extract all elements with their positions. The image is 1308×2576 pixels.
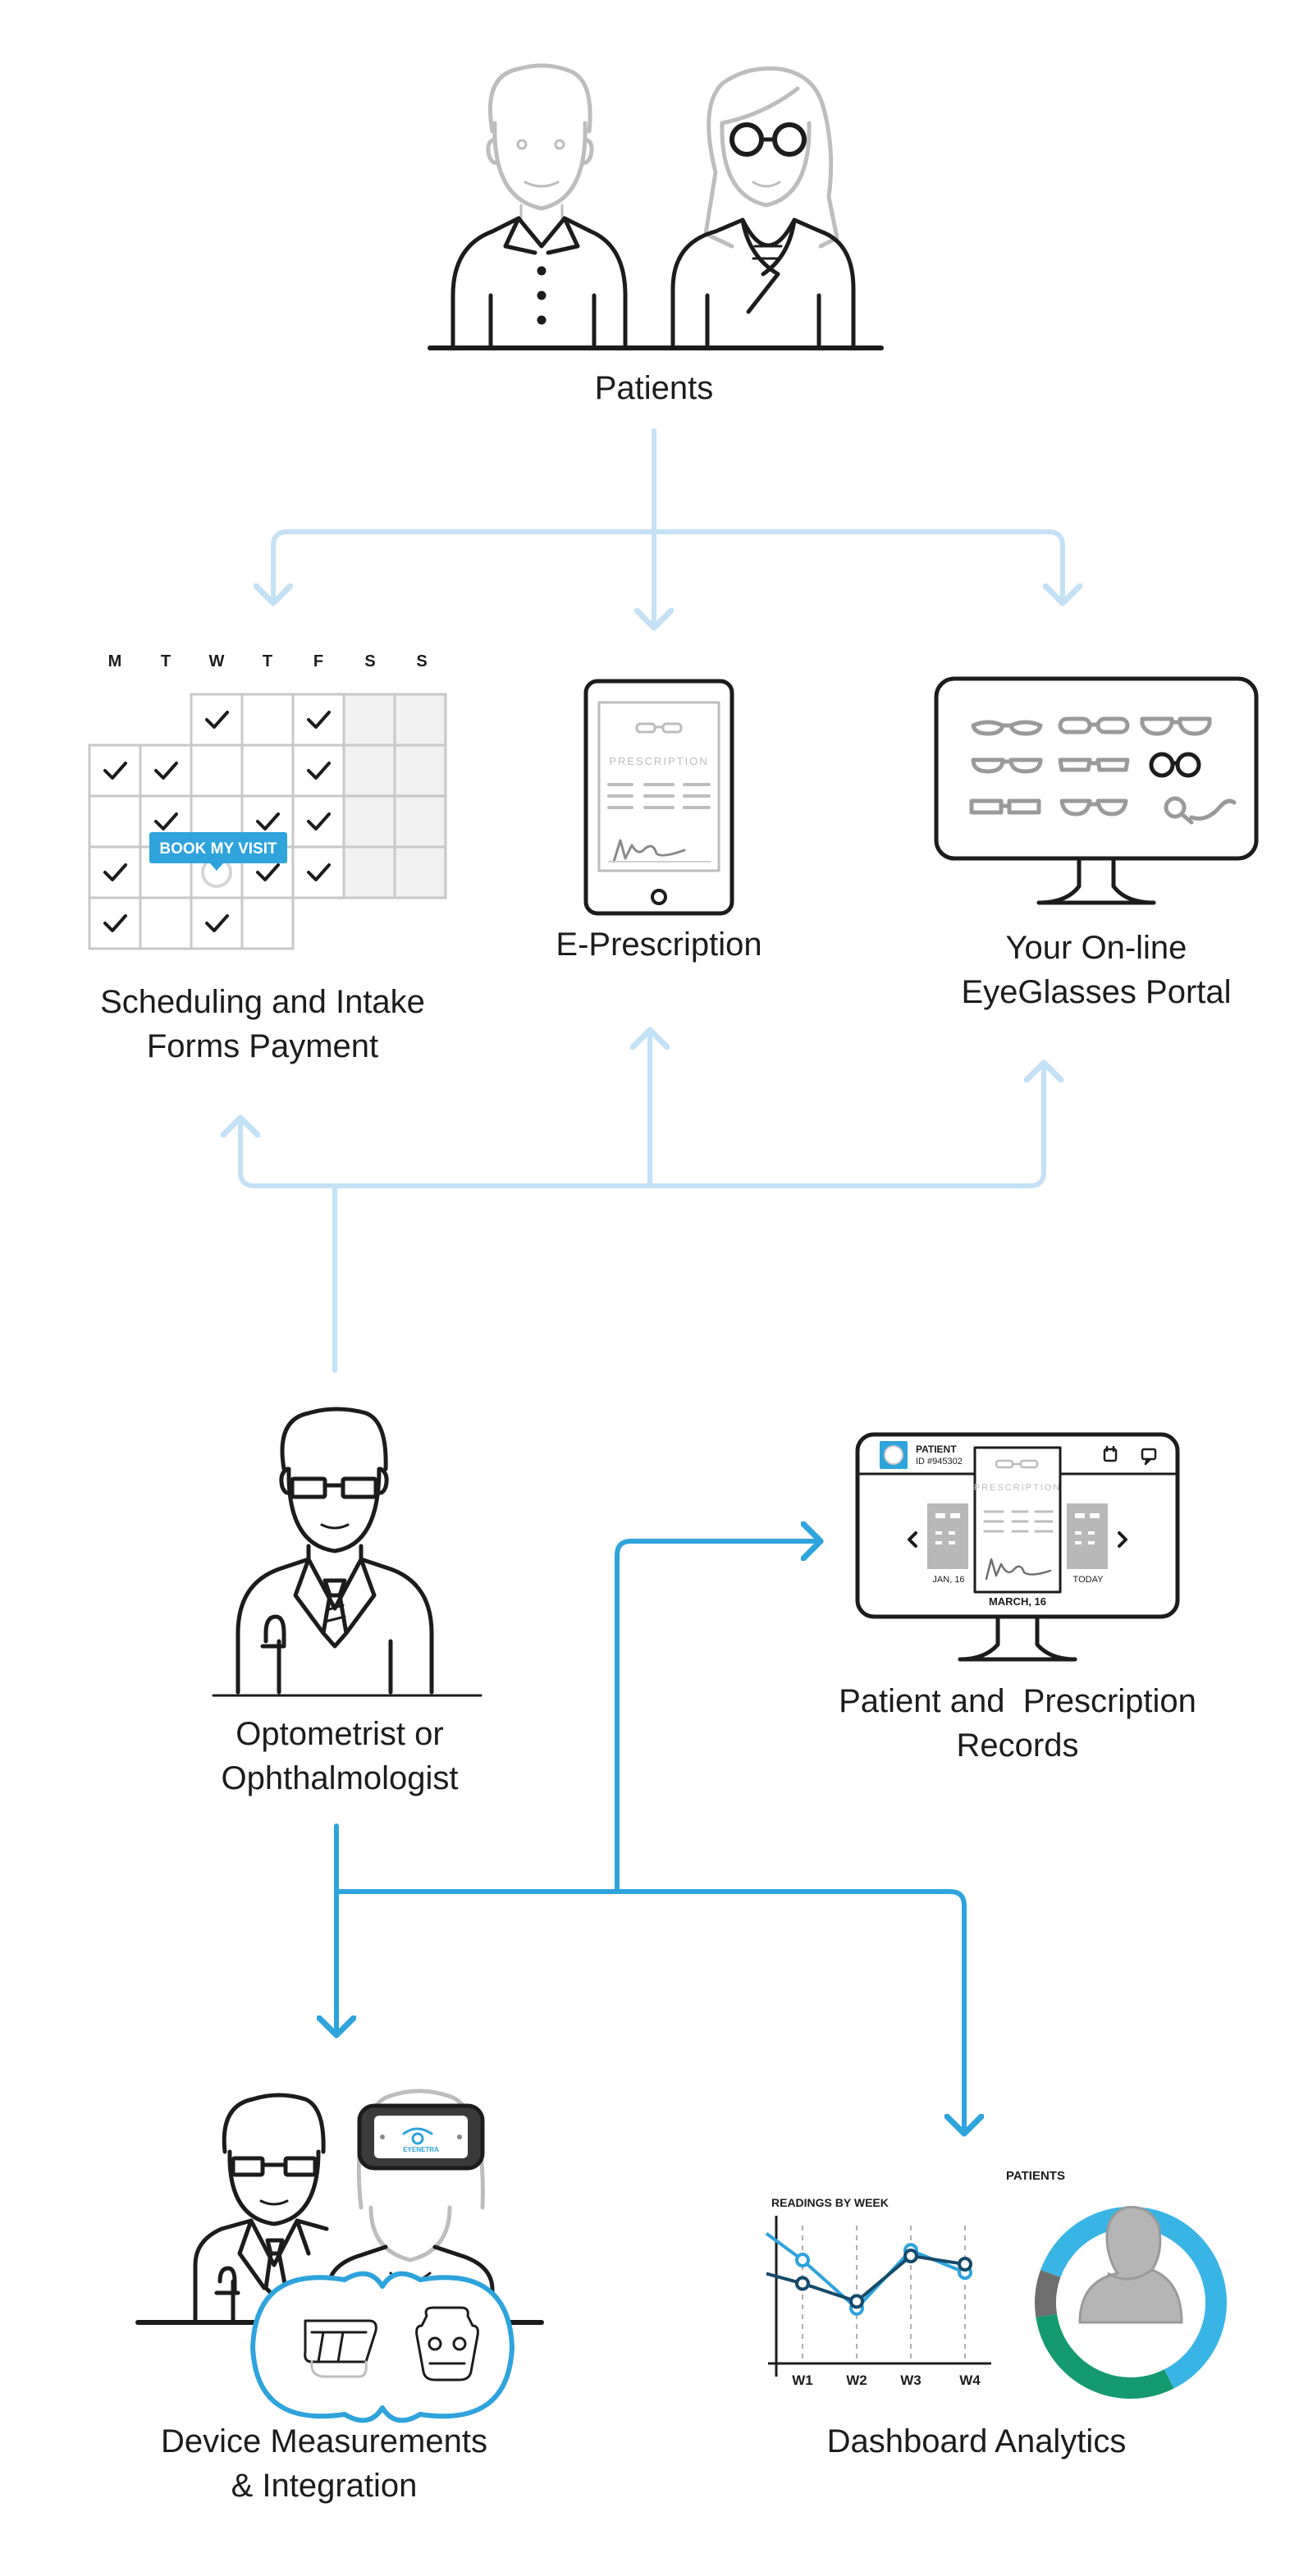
female-patient-figure	[670, 66, 856, 347]
weekday-thu: T	[263, 652, 272, 670]
weekday-fri: F	[313, 652, 323, 670]
glasses-icon	[635, 722, 683, 734]
arrow-doctor-to-portal	[647, 1063, 1044, 1188]
headset-brand-label: EYENETRA	[403, 2146, 439, 2153]
device-label: Device Measurements & Integration	[161, 2423, 487, 2504]
portal-monitor-illustration	[934, 676, 1259, 905]
device-integration-badge	[250, 2271, 515, 2423]
chart-point-s2-w2	[849, 2294, 864, 2309]
book-my-visit-label: BOOK MY VISIT	[159, 840, 277, 858]
records-date-left: JAN, 16	[932, 1575, 964, 1585]
chart-point-s2-w3	[903, 2248, 918, 2263]
records-label: Patient and Prescription Records	[839, 1683, 1196, 1764]
arrow-doctor-to-scheduling	[240, 1118, 337, 1188]
measurement-device-icon	[304, 2319, 377, 2378]
records-patient-heading: PATIENT	[916, 1444, 957, 1455]
chart-x-tick-labels: W1 W2 W3 W4	[792, 2372, 981, 2388]
tablet-screen	[597, 701, 720, 872]
connectors-doctor-tools	[336, 1541, 964, 2134]
eprescription-label: E-Prescription	[556, 927, 762, 963]
signature-icon	[612, 839, 686, 863]
prescription-lines	[607, 783, 711, 809]
chart-series-line-1	[765, 2232, 966, 2310]
arrow-to-records	[615, 1541, 821, 1894]
weekday-sun: S	[416, 652, 427, 670]
portal-label: Your On-line EyeGlasses Portal	[961, 930, 1232, 1010]
optometrist-label: Optometrist or Ophthalmologist	[221, 1716, 459, 1796]
chart-point-s1-w1	[795, 2253, 810, 2267]
donut-title: PATIENTS	[1006, 2169, 1065, 2183]
tick-label-w2: W2	[846, 2372, 867, 2388]
records-date-right: TODAY	[1073, 1575, 1104, 1585]
tick-label-w4: W4	[959, 2372, 981, 2388]
weekday-mon: M	[108, 652, 122, 670]
calendar-checkmarks	[103, 711, 331, 932]
records-monitor-screen	[855, 1432, 1180, 1619]
device-doctor-figure	[193, 2093, 329, 2323]
records-prev-chevron	[908, 1531, 917, 1548]
male-patient-figure	[450, 63, 628, 347]
donut-segment-3	[1035, 2207, 1227, 2399]
optometrist-illustration	[212, 1407, 482, 1697]
connectors-patient-services	[240, 428, 1063, 1373]
headset-device-icon	[415, 2306, 479, 2382]
vr-headset-icon: EYENETRA	[357, 2103, 485, 2171]
scheduling-label: Scheduling and Intake Forms Payment	[100, 984, 425, 1064]
chart-point-s2-w1	[795, 2276, 810, 2291]
donut-segment-2	[1035, 2207, 1227, 2399]
weekday-wed: W	[209, 652, 225, 670]
message-icon	[1141, 1448, 1157, 1466]
calendar-widget: M T W T F S S	[88, 652, 447, 950]
calendar-grid	[88, 693, 447, 950]
chart-series-layer	[765, 2232, 972, 2316]
monitor-stand	[1036, 856, 1156, 905]
monitor-screen	[934, 676, 1259, 861]
arrow-patients-to-portal	[652, 529, 1063, 603]
weekday-sat: S	[364, 652, 375, 670]
chart-title: READINGS BY WEEK	[771, 2196, 889, 2209]
chart-axes	[768, 2216, 991, 2377]
weekday-tue: T	[161, 652, 171, 670]
calendar-weekday-headers: M T W T F S S	[108, 652, 428, 670]
tablet-body	[583, 679, 734, 916]
dashboard-illustration: READINGS BY WEEK W1 W2 W3 W4 PATIENTS	[765, 2169, 1227, 2399]
calendar-icon	[1103, 1445, 1118, 1462]
records-prescription-title: PRESCRIPTION	[974, 1483, 1062, 1493]
book-my-visit-button[interactable]: BOOK MY VISIT	[149, 832, 287, 871]
arrow-to-dashboard	[334, 1889, 964, 2134]
patient-avatar-icon	[1078, 2205, 1183, 2324]
records-monitor-illustration: PATIENT ID #945302 PRESCRIPTION JAN, 16 …	[855, 1432, 1180, 1662]
records-patient-id: ID #945302	[916, 1457, 963, 1466]
records-next-chevron	[1118, 1531, 1127, 1548]
tick-label-w3: W3	[900, 2372, 922, 2388]
patients-illustration	[428, 63, 884, 350]
patients-label: Patients	[594, 370, 714, 406]
tablet-prescription-title: PRESCRIPTION	[609, 755, 709, 767]
chart-gridlines	[802, 2226, 966, 2363]
records-date-center: MARCH, 16	[989, 1595, 1046, 1608]
tick-label-w1: W1	[792, 2372, 813, 2388]
chart-point-s2-w4	[958, 2257, 972, 2272]
tablet-illustration: PRESCRIPTION	[583, 679, 734, 916]
tablet-home-button	[651, 889, 667, 905]
dashboard-label: Dashboard Analytics	[826, 2423, 1127, 2459]
arrow-patients-to-scheduling	[273, 529, 656, 603]
glasses-catalog-icons	[969, 716, 1237, 825]
device-illustration: EYENETRA	[135, 2089, 544, 2423]
